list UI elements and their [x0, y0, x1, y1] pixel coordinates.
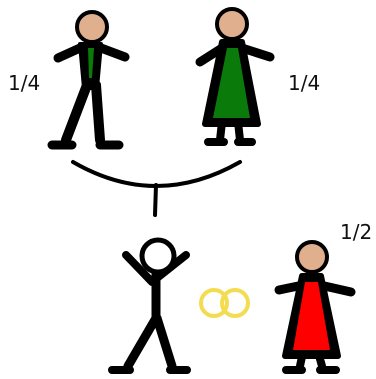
parents-connector-arc [73, 162, 240, 186]
left-parent-share-label: 1/4 [8, 73, 40, 93]
left-parent-figure [52, 12, 125, 145]
right-parent-figure [200, 9, 270, 142]
right-parent-share-label: 1/4 [288, 73, 320, 93]
wedding-rings-icon [201, 290, 248, 316]
child-head [142, 240, 174, 272]
right-parent-head [217, 9, 247, 39]
spouse-figure [279, 242, 351, 370]
spouse-share-label: 1/2 [340, 222, 372, 242]
parents-connector-stem [155, 185, 156, 215]
left-parent-head [77, 12, 107, 42]
spouse-head [297, 242, 327, 272]
child-figure [112, 240, 187, 370]
